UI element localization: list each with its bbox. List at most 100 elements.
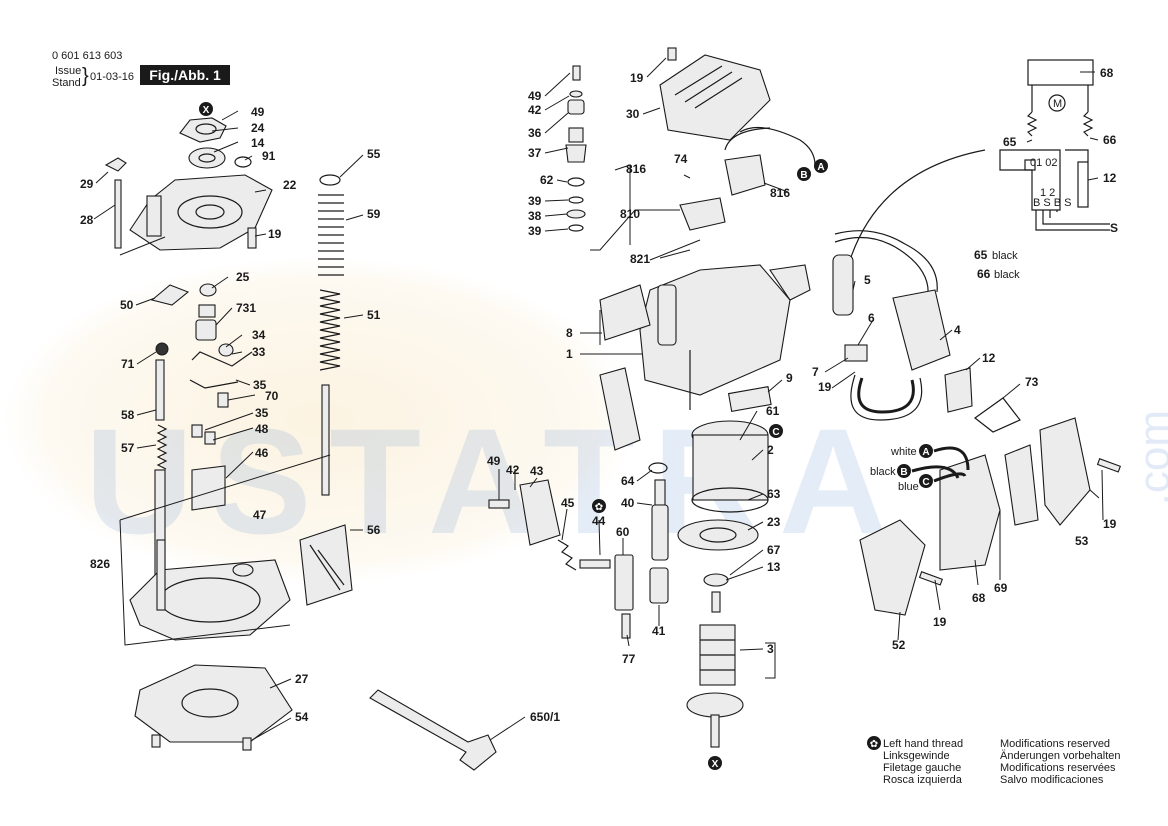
- callout-42a: 42: [528, 103, 542, 117]
- switch-assembly: [844, 289, 1021, 433]
- spindle-lock-stack: [565, 65, 587, 232]
- handle-right-parts: [859, 417, 1122, 616]
- callout-37: 37: [528, 146, 542, 160]
- handle-left-parts: [488, 479, 634, 639]
- callout-57: 57: [121, 441, 135, 455]
- callout-58: 58: [121, 408, 135, 422]
- callout-9: 9: [786, 371, 793, 385]
- motor-cap: [659, 47, 771, 141]
- callout-19b: 19: [630, 71, 644, 85]
- callout-5: 5: [864, 273, 871, 287]
- wire-blue-label: blue: [898, 481, 919, 493]
- callout-36: 36: [528, 126, 542, 140]
- callout-22: 22: [283, 178, 297, 192]
- callout-53: 53: [1075, 534, 1089, 548]
- bracket-lines: [119, 164, 776, 679]
- callout-6: 6: [868, 311, 875, 325]
- callout-62: 62: [540, 173, 554, 187]
- star-symbol-legend: ✿: [867, 736, 881, 750]
- callout-45: 45: [561, 496, 575, 510]
- callout-63: 63: [767, 487, 781, 501]
- callout-40: 40: [621, 496, 635, 510]
- svg-text:C: C: [772, 427, 779, 438]
- bearing-plate-group: [104, 117, 273, 251]
- router-base-group: [129, 384, 353, 641]
- marker-c-mid: C: [769, 424, 783, 438]
- field-and-armature: [648, 420, 769, 748]
- callout-28: 28: [80, 213, 94, 227]
- callout-33: 33: [252, 345, 266, 359]
- stand-label: Stand: [52, 77, 81, 89]
- callout-19a: 19: [268, 227, 282, 241]
- callout-12a: 12: [982, 351, 996, 365]
- callout-68a: 68: [972, 591, 986, 605]
- callout-816b: 816: [770, 186, 790, 200]
- svg-text:B: B: [900, 467, 907, 478]
- callout-19d: 19: [1103, 517, 1117, 531]
- note-left-hand-thread: Left hand thread Linksgewinde Filetage g…: [883, 738, 964, 786]
- callout-29: 29: [80, 177, 94, 191]
- marker-b-top: B: [797, 167, 811, 181]
- callout-labels: 49 24 14 91 29 22 28 19 25 50 731 34 33 …: [80, 66, 1118, 724]
- wire-white-label: white: [890, 446, 917, 458]
- marker-c-right: C: [919, 474, 933, 488]
- callout-44: 44: [592, 514, 606, 528]
- callout-12b: 12: [1103, 171, 1117, 185]
- callout-52: 52: [892, 638, 906, 652]
- cables: [832, 149, 986, 421]
- svg-text:X: X: [203, 105, 210, 116]
- svg-text:A: A: [817, 162, 824, 173]
- marker-a-top: A: [814, 159, 828, 173]
- callout-49b: 49: [528, 89, 542, 103]
- callout-19e: 19: [933, 615, 947, 629]
- svg-text:✿: ✿: [870, 739, 878, 750]
- callout-46: 46: [255, 446, 269, 460]
- callout-650: 650/1: [530, 710, 560, 724]
- brace: }: [82, 65, 89, 87]
- motor-symbol: M: [1053, 98, 1062, 110]
- star-symbol-44: ✿: [592, 499, 606, 513]
- callout-64: 64: [621, 474, 635, 488]
- callout-3: 3: [767, 642, 774, 656]
- callout-55: 55: [367, 147, 381, 161]
- callout-23: 23: [767, 515, 781, 529]
- callout-73: 73: [1025, 375, 1039, 389]
- callout-59: 59: [367, 207, 381, 221]
- callout-8: 8: [566, 326, 573, 340]
- callout-69: 69: [994, 581, 1008, 595]
- callout-42b: 42: [506, 463, 520, 477]
- callout-41: 41: [652, 624, 666, 638]
- callout-38: 38: [528, 209, 542, 223]
- callout-2: 2: [767, 443, 774, 457]
- callout-810: 810: [620, 207, 640, 221]
- spring-column-group: [318, 174, 344, 371]
- callout-74: 74: [674, 152, 688, 166]
- callout-821: 821: [630, 252, 650, 266]
- svg-text:B: B: [800, 170, 807, 181]
- wiring-schematic: [999, 59, 1110, 231]
- svg-text:X: X: [712, 759, 719, 770]
- callout-30: 30: [626, 107, 640, 121]
- callout-27: 27: [295, 672, 309, 686]
- callout-66-color: black: [994, 269, 1020, 281]
- callout-43: 43: [530, 464, 544, 478]
- callout-65: 65: [974, 248, 988, 262]
- callout-91: 91: [262, 149, 276, 163]
- callout-60: 60: [616, 525, 630, 539]
- marker-x-bottom: X: [708, 756, 722, 770]
- callout-14: 14: [251, 136, 265, 150]
- callout-61: 61: [766, 404, 780, 418]
- callout-77: 77: [622, 652, 636, 666]
- baseplate-group: [134, 664, 293, 751]
- callout-66: 66: [977, 267, 991, 281]
- callout-25: 25: [236, 270, 250, 284]
- callout-4: 4: [954, 323, 961, 337]
- issue-date: 01-03-16: [90, 71, 135, 83]
- switch-mid-terminals: 1 2: [1040, 187, 1055, 199]
- callout-51: 51: [367, 308, 381, 322]
- callout-47: 47: [253, 508, 267, 522]
- wire-black-label: black: [870, 466, 896, 478]
- callout-67: 67: [767, 543, 781, 557]
- schematic-s-label: S: [1110, 221, 1118, 235]
- callout-70: 70: [265, 389, 279, 403]
